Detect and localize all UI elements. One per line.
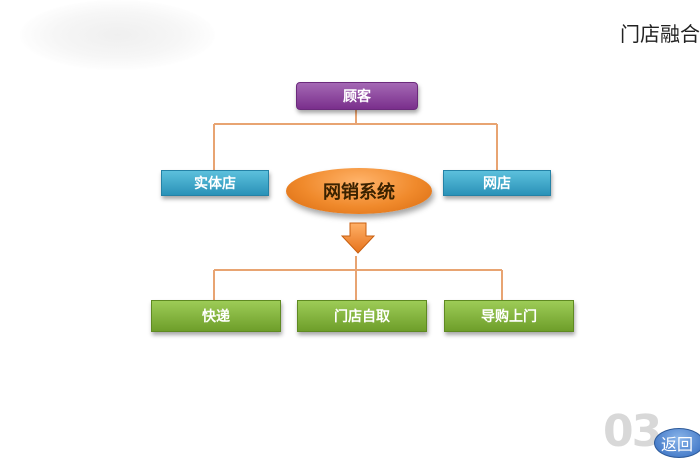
node-home-service: 导购上门 — [444, 300, 574, 332]
page-number-watermark: 03 — [603, 406, 662, 457]
node-store-pickup: 门店自取 — [297, 300, 427, 332]
node-online-store: 网店 — [443, 170, 551, 196]
logo-watermark — [20, 0, 215, 70]
node-online-sales-system: 网销系统 — [286, 168, 432, 214]
node-customer: 顾客 — [296, 82, 418, 110]
back-button[interactable]: 返回 — [654, 428, 700, 458]
down-arrow-icon — [341, 222, 375, 254]
node-express-delivery: 快递 — [151, 300, 281, 332]
page-title: 门店融合 — [620, 22, 700, 46]
node-physical-store: 实体店 — [161, 170, 269, 196]
